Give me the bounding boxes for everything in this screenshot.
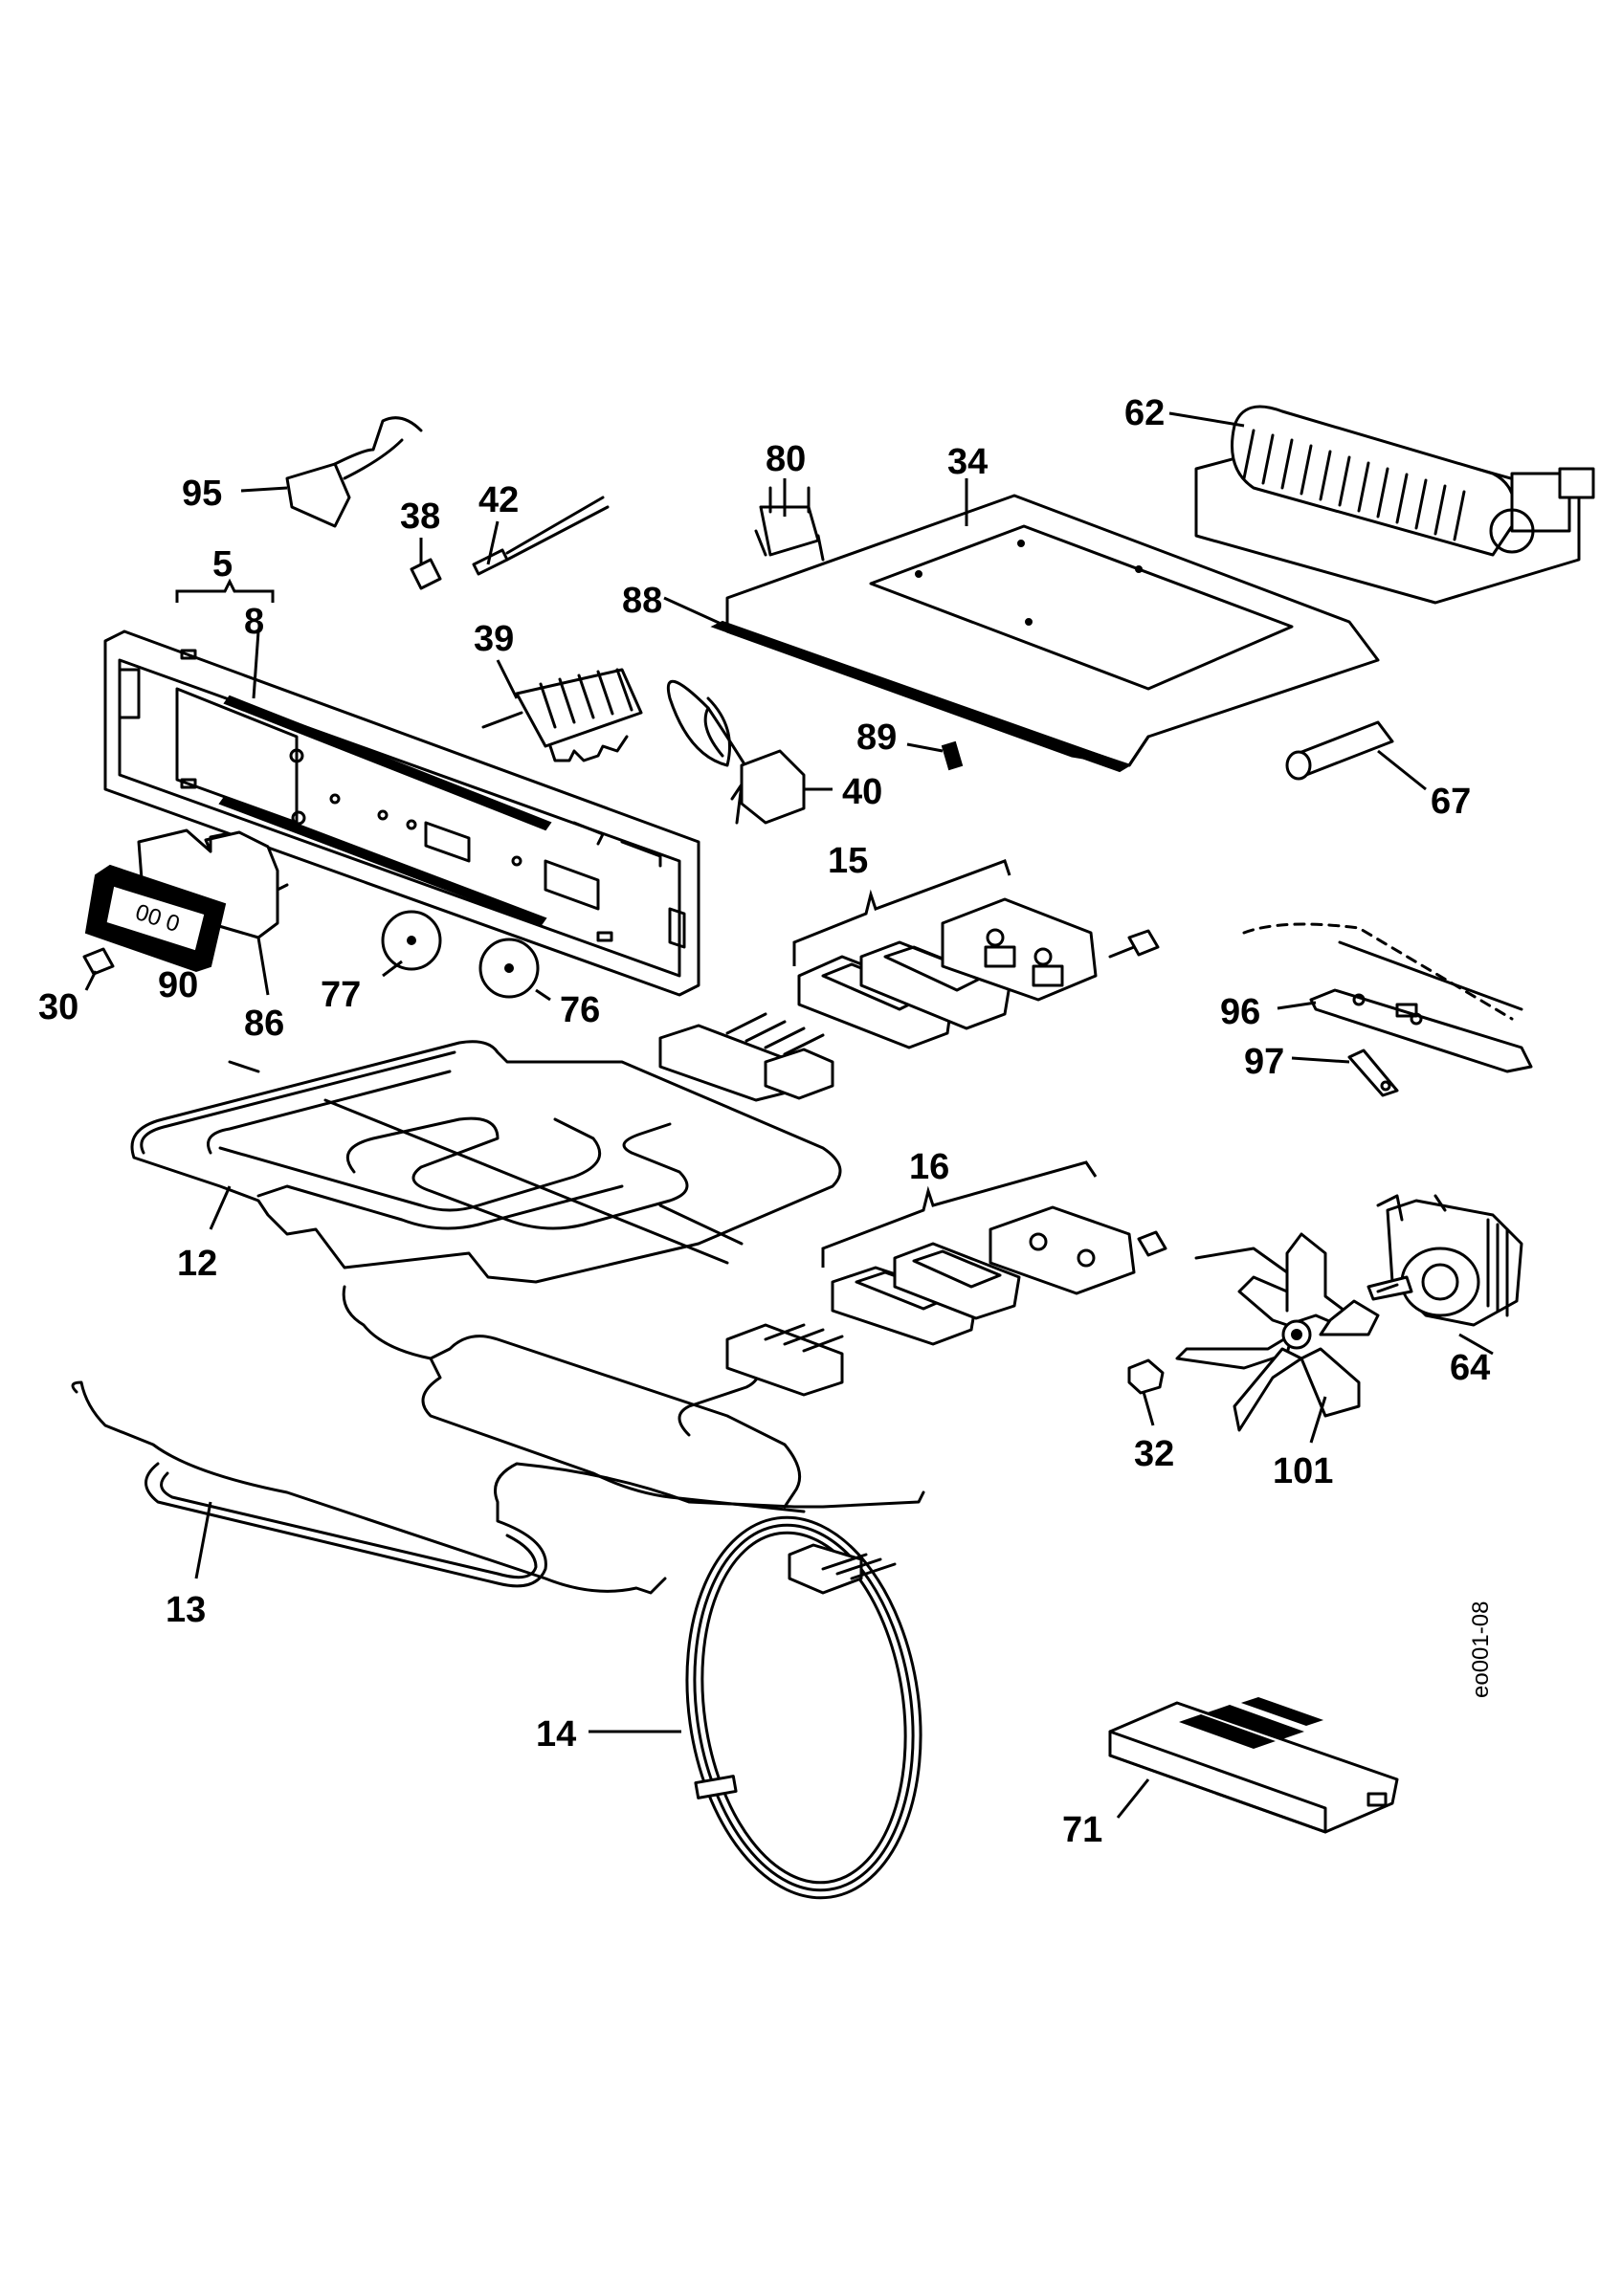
label-5: 5 — [212, 544, 233, 585]
part-16-terminal-block-group — [821, 1160, 1167, 1346]
label-71: 71 — [1062, 1810, 1102, 1850]
label-8: 8 — [244, 602, 264, 642]
label-38: 38 — [400, 497, 440, 537]
part-71-tray — [1108, 1696, 1399, 1834]
part-14-ring-element — [685, 1515, 922, 1900]
part-67-tube — [1285, 720, 1394, 781]
part-76-disc — [478, 938, 540, 999]
label-14: 14 — [536, 1714, 576, 1755]
part-13-lower-element — [71, 1285, 925, 1595]
part-5-control-panel-frame — [103, 578, 700, 997]
label-76: 76 — [560, 990, 600, 1030]
part-101-fan-blade — [1175, 1232, 1380, 1432]
label-16: 16 — [909, 1147, 949, 1187]
label-12: 12 — [177, 1244, 217, 1284]
label-42: 42 — [478, 480, 519, 520]
part-15-terminal-block-group — [792, 859, 1160, 1049]
part-96-bracket — [1242, 922, 1533, 1073]
label-96: 96 — [1220, 992, 1260, 1032]
part-62-tangential-fan — [1194, 405, 1595, 605]
label-30: 30 — [38, 987, 78, 1027]
part-8-panel-gasket — [218, 695, 552, 927]
label-90: 90 — [158, 965, 198, 1005]
part-77-disc — [381, 910, 442, 971]
label-89: 89 — [856, 718, 897, 758]
label-34: 34 — [947, 442, 988, 482]
label-101: 101 — [1273, 1451, 1333, 1491]
part-40-thermostat — [666, 679, 806, 825]
label-86: 86 — [244, 1004, 284, 1044]
label-40: 40 — [842, 772, 882, 812]
label-95: 95 — [182, 474, 222, 514]
part-38-lamp — [410, 558, 442, 590]
part-32-nut — [1127, 1358, 1165, 1395]
leader-lines — [84, 411, 1494, 1819]
part-labels: 95 38 42 80 34 62 5 8 39 88 89 40 67 15 … — [38, 393, 1490, 1850]
label-39: 39 — [474, 619, 514, 659]
label-15: 15 — [828, 841, 868, 881]
drawing-reference: eo001-08 — [1468, 1601, 1494, 1698]
part-30-button — [82, 947, 115, 976]
part-90-display-bezel: 00 0 — [84, 864, 227, 973]
part-64-fan-motor — [1366, 1194, 1523, 1327]
part-39-selector-switch — [481, 668, 643, 762]
label-80: 80 — [766, 439, 806, 479]
label-32: 32 — [1134, 1434, 1174, 1474]
part-89-screw — [941, 740, 964, 771]
part-80-switch — [754, 486, 825, 562]
label-77: 77 — [321, 975, 361, 1015]
part-12-grill-element — [130, 1012, 842, 1284]
label-67: 67 — [1431, 782, 1471, 822]
label-97: 97 — [1244, 1042, 1284, 1082]
label-88: 88 — [622, 581, 662, 621]
part-42-probe — [472, 496, 610, 576]
part-97-clip — [1347, 1049, 1399, 1097]
label-62: 62 — [1124, 393, 1165, 433]
part-95-lamp-holder — [285, 416, 423, 528]
label-64: 64 — [1450, 1348, 1490, 1388]
label-13: 13 — [166, 1590, 206, 1630]
